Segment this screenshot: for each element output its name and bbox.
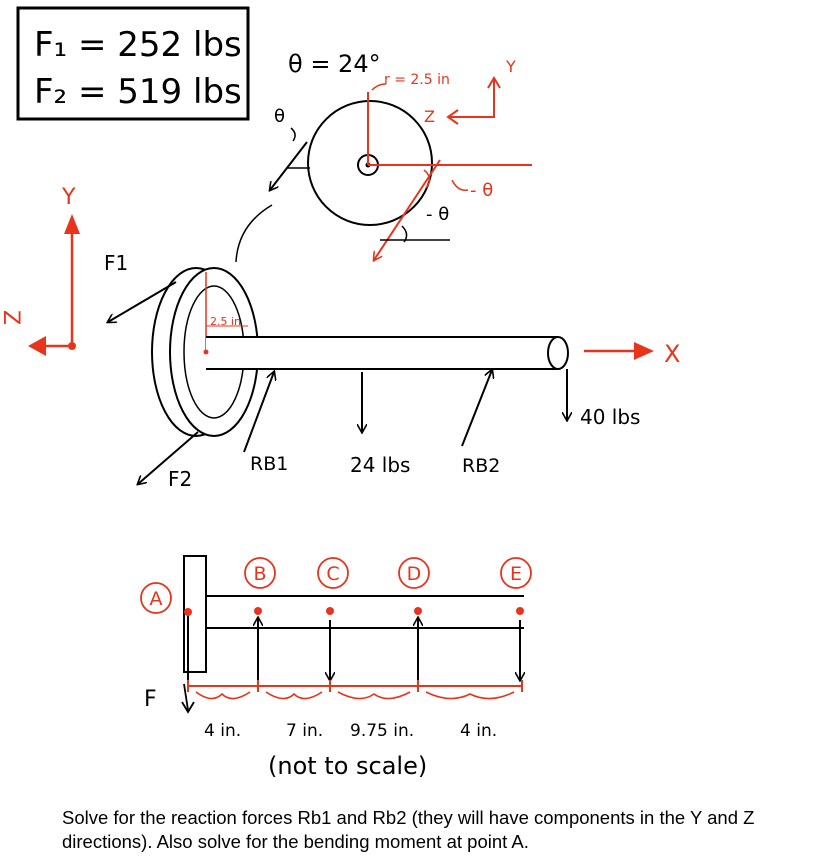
local-axis-y: Y bbox=[505, 57, 516, 76]
local-axis-z: Z bbox=[424, 107, 435, 126]
force-f2-label: F2 bbox=[168, 467, 192, 491]
svg-text:D: D bbox=[407, 563, 422, 585]
force-f2-arrow bbox=[138, 431, 199, 484]
fbd-dim-cd: 9.75 in. bbox=[350, 721, 414, 741]
local-axes bbox=[450, 80, 495, 118]
fbd-label-a: A bbox=[140, 582, 172, 614]
svg-text:B: B bbox=[253, 563, 266, 585]
pulley-theta-left: θ bbox=[274, 106, 285, 127]
global-x-label: X bbox=[664, 340, 680, 368]
reaction-rb2-label: RB2 bbox=[462, 455, 500, 477]
fbd-dim-bc: 7 in. bbox=[286, 721, 323, 741]
fbd-label-c: C bbox=[317, 557, 349, 589]
svg-text:E: E bbox=[510, 563, 522, 585]
fbd-point-b bbox=[254, 607, 262, 615]
svg-text:A: A bbox=[150, 588, 163, 610]
fbd-label-b: B bbox=[244, 557, 276, 589]
fbd-force-arrow bbox=[183, 683, 189, 711]
reaction-rb2-arrow bbox=[461, 370, 492, 447]
disc-radius-label: 2.5 in bbox=[210, 315, 241, 328]
pulley-neg-theta-2: - θ bbox=[426, 204, 449, 225]
theta-value: θ = 24° bbox=[288, 50, 381, 78]
detail-connector bbox=[235, 204, 273, 263]
fbd-point-c bbox=[326, 607, 334, 615]
fbd-force-label: F bbox=[144, 687, 157, 712]
given-f2: F₂ = 519 lbs bbox=[34, 72, 242, 112]
fbd-scale-note: (not to scale) bbox=[268, 752, 427, 780]
shaft-end bbox=[547, 336, 569, 370]
force-f1-label: F1 bbox=[104, 251, 128, 275]
fbd-dim-de: 4 in. bbox=[460, 721, 497, 741]
given-box bbox=[16, 6, 250, 121]
pulley-left-belt-force bbox=[270, 141, 308, 190]
diagram-canvas: F₁ = 252 lbs F₂ = 519 lbs θ = 24° r = 2.… bbox=[0, 6, 680, 780]
fbd-label-d: D bbox=[398, 557, 430, 589]
fbd-point-a bbox=[184, 608, 192, 616]
reaction-rb1-arrow bbox=[243, 372, 274, 453]
fbd-dim-ab: 4 in. bbox=[204, 721, 241, 741]
fbd-label-e: E bbox=[500, 557, 532, 589]
fbd-point-d bbox=[414, 607, 422, 615]
pulley-radius-label: r = 2.5 in bbox=[384, 72, 450, 88]
global-z-label: Z bbox=[0, 310, 23, 325]
force-f1-arrow bbox=[108, 281, 177, 322]
load-40-label: 40 lbs bbox=[580, 405, 640, 429]
svg-text:C: C bbox=[326, 563, 339, 585]
pulley-neg-theta-1: - θ bbox=[470, 180, 493, 201]
fbd-point-e bbox=[516, 607, 524, 615]
pulley-end-view bbox=[307, 100, 433, 226]
global-y-label: Y bbox=[61, 185, 76, 210]
fbd-wall bbox=[183, 555, 207, 673]
reaction-rb1-label: RB1 bbox=[250, 453, 288, 475]
given-f1: F₁ = 252 lbs bbox=[34, 25, 242, 65]
question-text: Solve for the reaction forces Rb1 and Rb… bbox=[62, 807, 755, 852]
load-24-label: 24 lbs bbox=[350, 453, 410, 477]
